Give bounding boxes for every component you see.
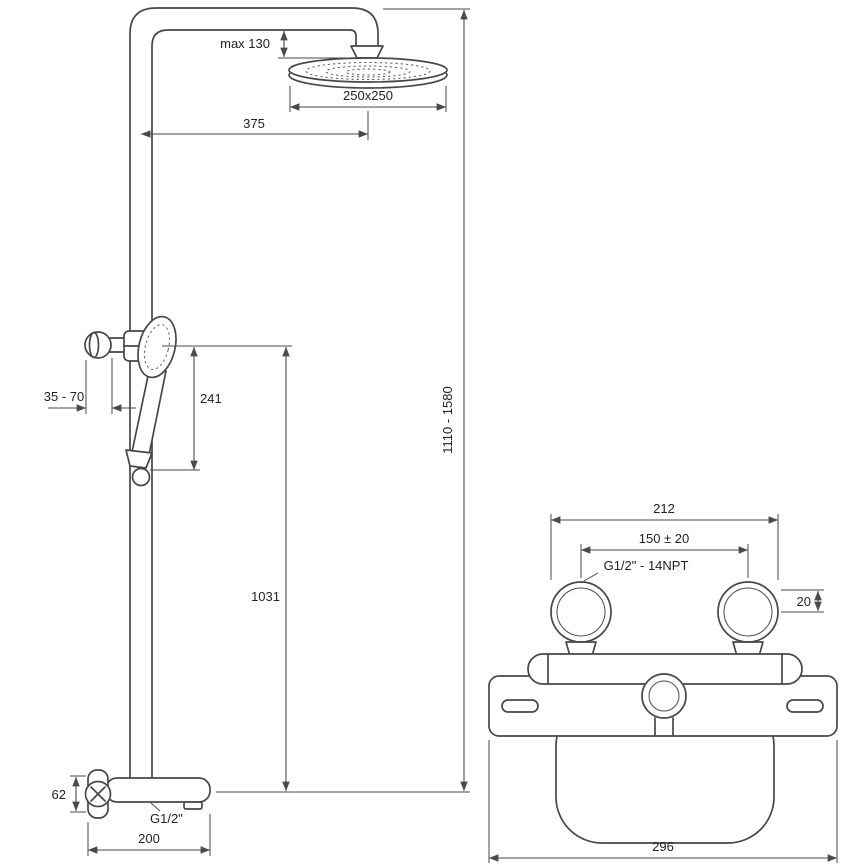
diverter-knob-front [641,673,687,719]
bath-spout-side [84,769,211,819]
dim-label-head-reach: 375 [243,116,265,131]
dim-label-spout-thread: G1/2" [150,811,183,826]
wall-flange-left-inner [556,587,606,637]
dim-max-head-drop: max 130 [220,30,352,59]
dim-label-spout-reach: 200 [138,831,160,846]
dim-label-column-lower-height: 1031 [251,589,280,604]
dim-connection-spacing: 150 ± 20 [580,531,749,578]
hand-shower-head [137,315,177,379]
bath-mixer-front-view: 212 150 ± 20 G1/2" - 14NPT 20 296 [488,501,838,863]
head-face [288,57,448,83]
dim-column-lower-height: 1031 [162,345,292,792]
dim-label-spout-height: 62 [52,787,66,802]
leader-line [583,572,599,582]
bracket-knob-face [88,331,100,359]
dim-flange-offset: 20 [781,589,824,613]
hand-shower-holder-cone [125,449,153,469]
dim-label-head-size: 250x250 [343,88,393,103]
spout-thread-callout: G1/2" [150,802,183,826]
wall-flange-left [550,581,612,643]
wall-flange-right-inner [723,587,773,637]
dim-label-hand-shower-length: 241 [200,391,222,406]
slider-ring [131,467,151,487]
spray-ring-middle [325,65,411,78]
diverter-knob-front-inner [648,680,680,712]
dim-label-connection-thread: G1/2" - 14NPT [604,558,689,573]
hand-shower [125,315,177,487]
wall-flange-right [717,581,779,643]
dim-holder-wall-distance: 35 - 70 [44,358,136,414]
plate-slot-right [786,699,824,713]
dim-overall-width: 296 [488,740,838,863]
dim-label-height-range: 1110 - 1580 [440,386,455,453]
dim-head-size: 250x250 [289,86,447,112]
dim-flange-outer-width: 212 [550,501,779,580]
dim-label-max-head-drop: max 130 [220,36,270,51]
dim-label-holder-wall-distance: 35 - 70 [44,389,84,404]
dim-hand-shower-length: 241 [150,346,222,471]
dim-spout-reach: 200 [87,814,211,856]
dim-height-range: 1110 - 1580 [216,8,470,793]
leader-line [150,802,161,812]
spray-ring-outer [305,62,431,80]
dim-label-flange-offset: 20 [797,594,811,609]
plate-slot-left [501,699,539,713]
hand-shower-handle [131,370,167,456]
knob-cross-2 [90,786,106,802]
dim-head-reach: 375 [140,111,369,140]
head-swivel-nut [350,45,384,59]
dim-spout-height: 62 [52,775,86,813]
spout-aerator [183,801,203,810]
spout-body [105,777,211,803]
riser-pipe-outer [129,7,379,779]
hand-shower-spray-face [144,324,170,370]
dim-label-connection-spacing: 150 ± 20 [639,531,690,546]
overhead-shower [288,45,448,89]
connection-thread-callout: G1/2" - 14NPT [583,558,689,582]
riser-pipe-inner [151,29,357,779]
shower-column-side-view: max 130 250x250 375 1110 - 1580 [44,7,470,856]
dim-label-overall-width: 296 [652,839,674,854]
spray-ring-inner [345,68,391,76]
dim-label-flange-outer-width: 212 [653,501,675,516]
